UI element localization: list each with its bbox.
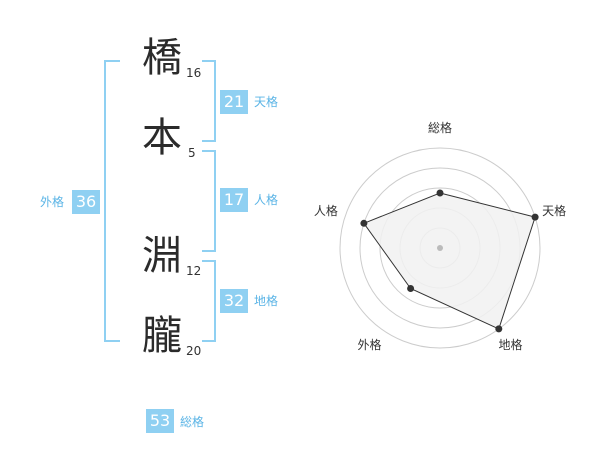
chikaku-bracket — [202, 260, 216, 342]
radar-axis-label-2: 地格 — [498, 337, 522, 352]
radar-point-0 — [436, 189, 444, 197]
soukaku-label: 総格 — [180, 415, 205, 429]
soukaku-value: 53 — [146, 409, 174, 433]
radar-point-4 — [360, 219, 368, 227]
radar-axis-label-3: 外格 — [357, 337, 381, 352]
gaikaku-value: 36 — [72, 190, 100, 214]
radar-point-3 — [407, 285, 415, 292]
radar-axis-label-4: 人格 — [314, 203, 338, 218]
chikaku-value: 32 — [220, 289, 248, 313]
radar-point-1 — [531, 213, 539, 221]
name-char-1: 橋 — [142, 35, 182, 81]
gaikaku-bracket — [104, 60, 120, 342]
radar-center-dot — [437, 245, 443, 251]
stroke-count-4: 20 — [186, 344, 202, 358]
tenkaku-bracket — [202, 60, 216, 142]
radar-ring-5 — [339, 147, 541, 349]
tenkaku-label: 天格 — [254, 95, 279, 109]
jinkaku-value: 17 — [220, 188, 248, 212]
jinkaku-bracket — [202, 150, 216, 252]
name-char-3: 淵 — [142, 233, 182, 279]
name-char-2: 本 — [142, 115, 182, 161]
radar-series-polygon — [363, 192, 536, 330]
gaikaku-label: 外格 — [40, 195, 65, 209]
radar-axis-label-1: 天格 — [542, 203, 566, 218]
tenkaku-value: 21 — [220, 90, 248, 114]
stroke-count-2: 5 — [188, 146, 196, 160]
radar-point-2 — [495, 325, 503, 333]
stroke-count-3: 12 — [186, 264, 202, 278]
chikaku-label: 地格 — [254, 294, 279, 308]
stroke-count-1: 16 — [186, 66, 202, 80]
radar-axis-label-0: 総格 — [428, 120, 452, 135]
jinkaku-label: 人格 — [254, 193, 279, 207]
name-char-4: 朧 — [142, 313, 182, 359]
